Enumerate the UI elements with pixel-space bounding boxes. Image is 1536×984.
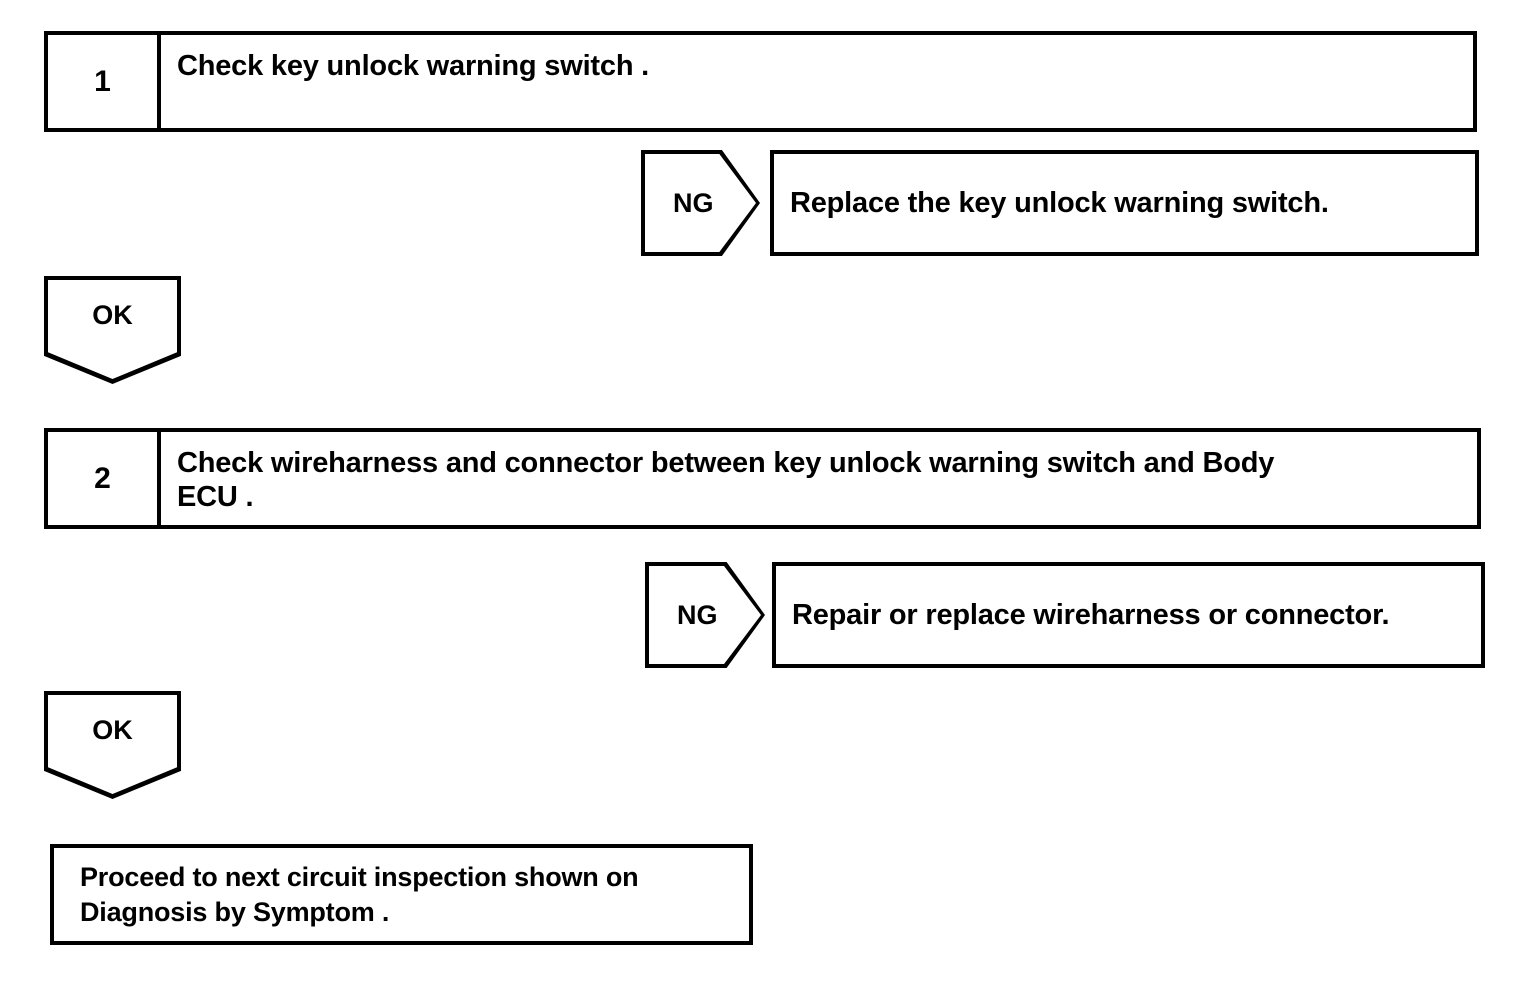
step-instruction-cell-2: Check wireharness and connector between … [161, 432, 1477, 525]
ng-tag-2: NG [645, 562, 765, 668]
step-instruction-2: Check wireharness and connector between … [177, 447, 1275, 514]
step-instruction-1: Check key unlock warning switch . [177, 50, 650, 82]
ok-tag-1-label: OK [92, 300, 133, 330]
terminal-box: Proceed to next circuit inspection shown… [50, 844, 753, 945]
ng-result-box-2: Repair or replace wireharness or connect… [772, 562, 1485, 668]
ok-tag-2: OK [44, 691, 181, 799]
ng-tag-1-label: NG [673, 187, 714, 218]
step-box-2: 2 Check wireharness and connector betwee… [44, 428, 1481, 529]
ng-result-text-1: Replace the key unlock warning switch. [790, 186, 1329, 219]
step-number-cell-1: 1 [48, 35, 161, 128]
ng-tag-2-label: NG [677, 599, 718, 630]
step-instruction-cell-1: Check key unlock warning switch . [161, 35, 1473, 128]
terminal-text: Proceed to next circuit inspection shown… [80, 862, 639, 928]
ng-tag-1: NG [641, 150, 760, 256]
step-box-1: 1 Check key unlock warning switch . [44, 31, 1477, 132]
step-number-2: 2 [94, 461, 111, 495]
step-number-cell-2: 2 [48, 432, 161, 525]
ng-result-box-1: Replace the key unlock warning switch. [770, 150, 1479, 256]
ok-tag-1: OK [44, 276, 181, 384]
ng-result-text-2: Repair or replace wireharness or connect… [792, 598, 1390, 631]
step-number-1: 1 [94, 64, 111, 98]
ok-tag-2-label: OK [92, 715, 133, 745]
